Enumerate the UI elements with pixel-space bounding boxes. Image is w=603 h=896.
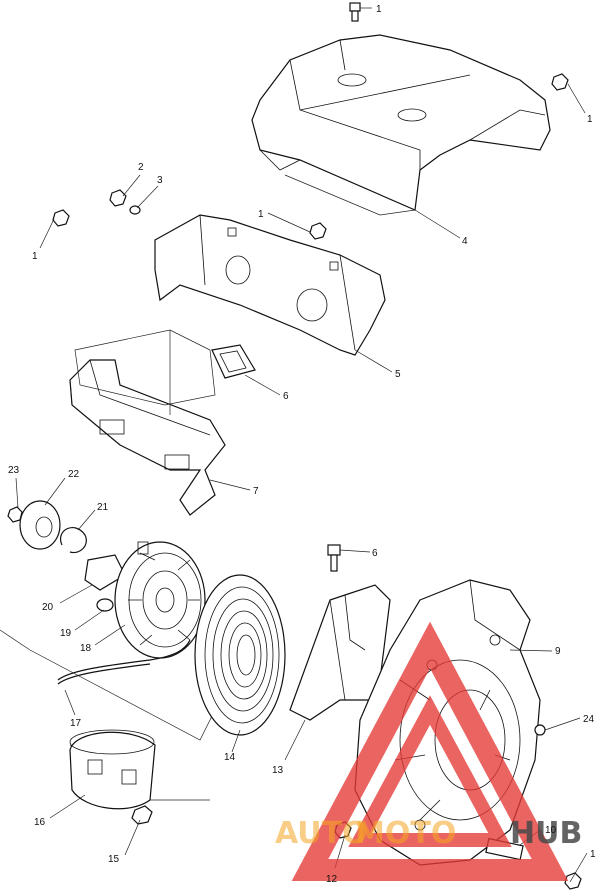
callout-14: 14	[224, 752, 236, 763]
starter-rope-part-17	[57, 639, 191, 685]
callout-16: 16	[34, 817, 46, 828]
pawl-part-20	[84, 554, 126, 591]
callout-3: 3	[157, 175, 163, 186]
bolt-part-6-lower	[327, 544, 341, 572]
callout-1-left: 1	[32, 251, 38, 262]
spring-part-19	[96, 598, 114, 612]
automotohub-watermark-text: AUTO MOTO HUB	[275, 816, 582, 851]
callout-10: 10	[545, 825, 557, 836]
callout-5: 5	[395, 369, 401, 380]
callout-4: 4	[462, 236, 468, 247]
svg-text:MOTO: MOTO	[355, 816, 456, 851]
callout-20: 20	[42, 602, 54, 613]
callout-1-bottom: 1	[590, 849, 596, 860]
callout-12: 12	[326, 874, 338, 885]
callout-23: 23	[8, 465, 20, 476]
bolt-part-1-left	[52, 209, 70, 227]
svg-text:AUTO: AUTO	[275, 816, 368, 851]
callout-labels: 1 1 1 1 1 2 3 4 5 6 6 7 9 10 12 13 14 15…	[8, 4, 596, 885]
pulley-plate-part-22	[19, 500, 61, 550]
callout-2: 2	[138, 162, 144, 173]
bracket-part-13	[289, 584, 391, 721]
recoil-reel-part-18	[114, 541, 206, 659]
callout-1-mid: 1	[258, 209, 264, 220]
callout-9: 9	[555, 646, 561, 657]
bracket-part-7	[69, 359, 226, 516]
svg-text:HUB: HUB	[510, 816, 582, 851]
fan-housing-part-9	[354, 579, 541, 866]
callout-15: 15	[108, 854, 120, 865]
callout-6: 6	[283, 391, 289, 402]
callout-6-lower: 6	[372, 548, 378, 559]
rear-baffle-part-5	[154, 214, 386, 356]
leader-lines	[15, 7, 588, 883]
callout-1-right: 1	[587, 114, 593, 125]
automotohub-watermark-logo	[291, 621, 569, 881]
callout-7: 7	[253, 486, 259, 497]
bolt-part-1-top	[349, 2, 361, 22]
recoil-spring-part-14	[194, 574, 286, 736]
callout-24: 24	[583, 714, 595, 725]
nut-part-2	[109, 189, 127, 207]
bolt-part-1-mid	[309, 222, 327, 240]
part-24	[534, 724, 546, 736]
callout-19: 19	[60, 628, 72, 639]
nut-part-23	[7, 506, 23, 523]
bolt-part-15	[131, 805, 153, 825]
callout-13: 13	[272, 765, 284, 776]
clip-part-21	[59, 527, 87, 554]
bolt-part-1-right	[551, 73, 569, 91]
callout-22: 22	[68, 469, 80, 480]
top-shroud-part-4	[251, 34, 551, 216]
callout-1-top: 1	[376, 4, 382, 15]
starter-cup-part-16	[69, 729, 156, 810]
callout-21: 21	[97, 502, 109, 513]
callout-17: 17	[70, 718, 82, 729]
washer-part-3	[129, 205, 141, 215]
gasket-part-6	[211, 344, 256, 379]
callout-18: 18	[80, 643, 92, 654]
